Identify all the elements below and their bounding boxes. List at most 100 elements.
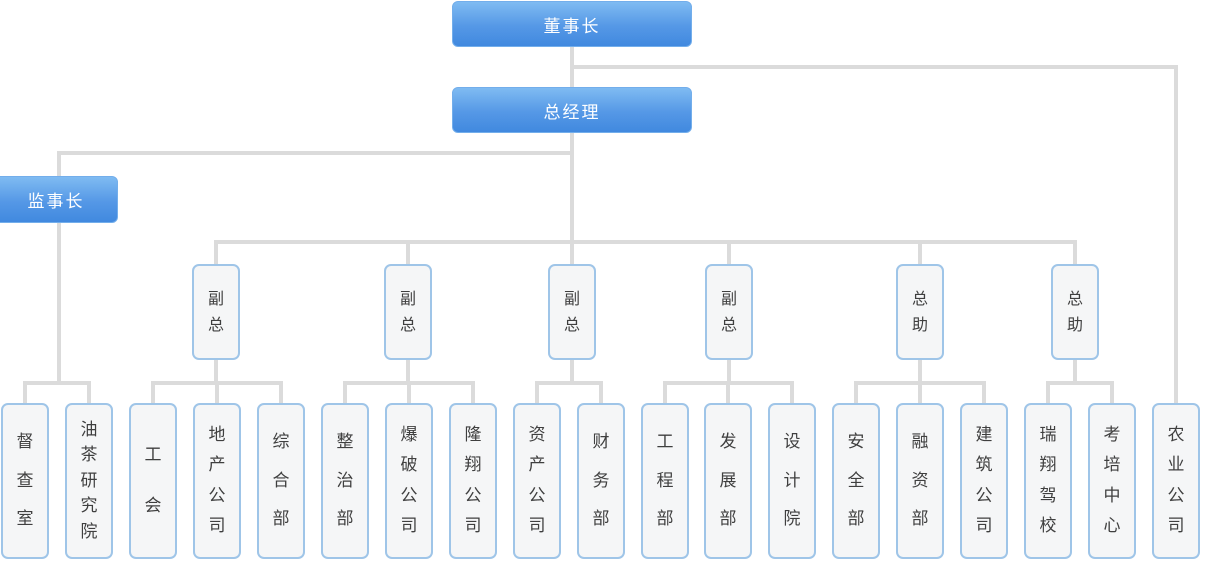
- label-char: 查: [16, 470, 34, 491]
- label-char: 副: [207, 288, 224, 308]
- label-char: 产: [528, 455, 546, 476]
- connector-line: [406, 383, 411, 403]
- label-char: 总: [911, 288, 928, 308]
- node-label: 爆破公司: [387, 405, 431, 557]
- blasting-company-node: 爆破公司: [385, 403, 439, 565]
- label-char: 工: [656, 432, 674, 453]
- label-char: 融: [911, 432, 929, 453]
- connector-line: [406, 242, 410, 264]
- label-char: 部: [592, 508, 610, 529]
- connector-line: [726, 383, 731, 403]
- label-char: 司: [975, 516, 993, 537]
- connector-line: [23, 381, 91, 385]
- rectification-dept-node: 整治部: [321, 403, 375, 565]
- node-label: 考培中心: [1090, 405, 1134, 557]
- connector-line: [214, 383, 219, 403]
- node-label: 督查室: [3, 405, 47, 557]
- label-char: 瑞: [1039, 424, 1057, 445]
- label-char: 司: [208, 516, 226, 537]
- node-label: 财务部: [579, 405, 623, 557]
- node-label: 资产公司: [515, 405, 559, 557]
- assets-company-node: 资产公司: [513, 403, 567, 565]
- label-char: 院: [80, 521, 98, 542]
- node-label: 总助: [1053, 266, 1097, 358]
- label-char: 业: [1167, 455, 1185, 476]
- deputy-gm-3-node: 副总: [548, 264, 602, 366]
- label-char: 农: [1167, 424, 1185, 445]
- label-char: 部: [656, 508, 674, 529]
- node-label: 融资部: [898, 405, 942, 557]
- label-char: 整: [336, 432, 354, 453]
- label-char: 隆: [464, 424, 482, 445]
- label-char: 究: [80, 496, 98, 516]
- label-char: 爆: [400, 424, 418, 445]
- label-char: 助: [1066, 315, 1083, 335]
- label-char: 建: [975, 424, 993, 445]
- design-institute-node: 设计院: [768, 403, 822, 565]
- general-manager-box: 总经理: [452, 87, 700, 141]
- label-char: 部: [336, 508, 354, 529]
- connector-line: [1046, 381, 1115, 385]
- node-label: 总助: [898, 266, 942, 358]
- label-char: 总: [399, 315, 416, 335]
- deputy-gm-1-node: 副总: [192, 264, 246, 366]
- connector-line: [406, 360, 410, 383]
- connector-line: [570, 360, 574, 383]
- label-char: 地: [208, 424, 226, 445]
- connector-line: [214, 360, 218, 383]
- label-char: 总: [207, 315, 224, 335]
- label-char: 公: [528, 485, 546, 506]
- node-label: 地产公司: [195, 405, 239, 557]
- label-char: 会: [144, 496, 162, 516]
- connector-line: [918, 242, 922, 264]
- construction-company-node: 建筑公司: [960, 403, 1014, 565]
- label-char: 部: [911, 508, 929, 529]
- connector-line: [790, 383, 795, 403]
- development-dept-node: 发展部: [704, 403, 758, 565]
- connector-line: [23, 383, 27, 403]
- connector-line: [727, 242, 731, 264]
- financing-dept-node: 融资部: [896, 403, 950, 565]
- node-label: 隆翔公司: [451, 405, 495, 557]
- general-manager-label: 总经理: [543, 102, 601, 123]
- label-char: 综: [272, 432, 290, 453]
- connector-line: [342, 383, 347, 403]
- node-label: 农业公司: [1154, 405, 1198, 557]
- connector-line: [470, 383, 475, 403]
- connector-line: [854, 383, 859, 403]
- label-char: 总: [563, 315, 580, 335]
- connector-line: [570, 65, 1179, 69]
- label-char: 司: [1167, 516, 1185, 537]
- label-char: 公: [1167, 485, 1185, 506]
- agriculture-company-node: 农业公司: [1152, 403, 1206, 565]
- label-char: 程: [656, 470, 674, 491]
- longxiang-company-node: 隆翔公司: [449, 403, 503, 565]
- label-char: 务: [592, 470, 610, 491]
- safety-dept-node: 安全部: [832, 403, 886, 565]
- node-label: 发展部: [706, 405, 750, 557]
- connector-line: [534, 381, 603, 385]
- gm-assistant-1-node: 总助: [896, 264, 950, 366]
- connector-line: [1073, 242, 1077, 264]
- finance-dept-node: 财务部: [577, 403, 631, 565]
- label-char: 破: [400, 455, 418, 476]
- node-label: 副总: [386, 266, 430, 358]
- label-char: 研: [80, 470, 98, 491]
- label-char: 公: [464, 485, 482, 506]
- chairman-box: 董事长: [452, 1, 700, 55]
- connector-line: [662, 383, 667, 403]
- connector-line: [918, 383, 923, 403]
- label-char: 心: [1103, 516, 1121, 537]
- node-label: 瑞翔驾校: [1026, 405, 1070, 557]
- general-affairs-dept-node: 综合部: [257, 403, 311, 565]
- label-char: 产: [208, 455, 226, 476]
- connector-line: [570, 242, 574, 264]
- label-char: 发: [719, 432, 737, 453]
- node-label: 建筑公司: [962, 405, 1006, 557]
- label-char: 油: [80, 419, 98, 440]
- connector-line: [570, 133, 574, 242]
- label-char: 培: [1103, 455, 1121, 476]
- label-char: 筑: [975, 455, 993, 476]
- node-label: 综合部: [259, 405, 303, 557]
